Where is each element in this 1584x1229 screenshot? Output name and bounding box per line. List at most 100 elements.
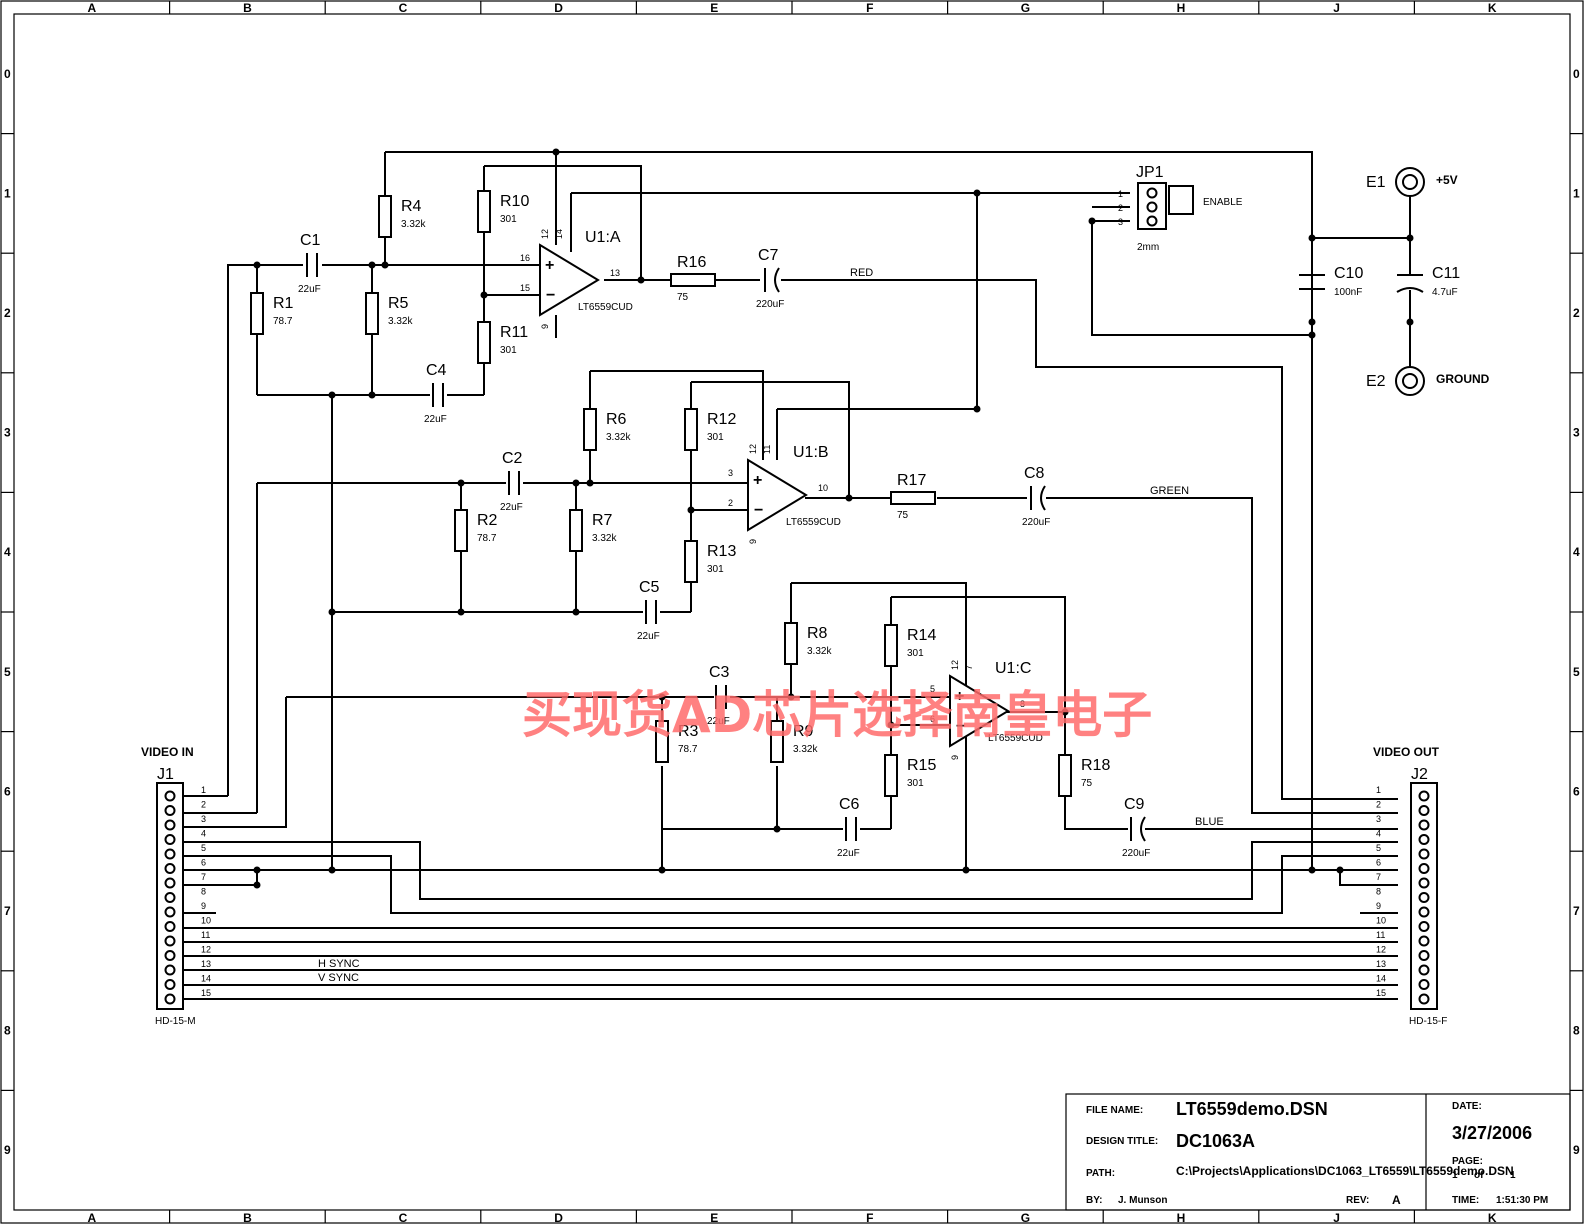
connector-pin-number: 3 — [201, 814, 206, 824]
jumper-pin[interactable] — [1146, 215, 1158, 227]
opamp-ref: U1:A — [585, 229, 621, 246]
opamp-ref: U1:B — [793, 444, 829, 461]
junction-dot — [1406, 234, 1414, 242]
opamp-plus-sign: + — [545, 257, 554, 274]
column-marker-top: E — [710, 1, 718, 15]
resistor-value: 3.32k — [388, 316, 413, 327]
resistor-ref: R4 — [401, 198, 422, 215]
capacitor-value: 22uF — [298, 284, 321, 295]
net-label-blue: BLUE — [1195, 816, 1224, 828]
resistor-value: 3.32k — [793, 744, 818, 755]
resistor-value: 78.7 — [273, 316, 293, 327]
opamp-pin-out: 8 — [1020, 699, 1025, 709]
junction-dot — [962, 866, 970, 874]
capacitor-value: 22uF — [837, 848, 860, 859]
opamp-pin-minus: 15 — [520, 283, 530, 293]
connector-pin — [164, 950, 176, 961]
row-marker-left: 5 — [4, 665, 11, 679]
junction-dot — [253, 866, 261, 874]
row-marker-right: 2 — [1573, 306, 1580, 320]
connector-pin-number: 1 — [201, 785, 206, 795]
connector-pin-number: 7 — [201, 872, 206, 882]
file-name-label: FILE NAME: — [1086, 1105, 1143, 1116]
connector-pin-number: 3 — [1376, 814, 1381, 824]
opamp-pin-vm: 9 — [748, 539, 758, 544]
opamp-part: LT6559CUD — [988, 733, 1043, 744]
connector-pin — [1418, 950, 1430, 961]
row-marker-left: 8 — [4, 1024, 11, 1038]
terminal-ref: E1 — [1366, 174, 1386, 191]
resistor-value: 3.32k — [807, 646, 832, 657]
connector-pin — [164, 964, 176, 976]
jumper-pin[interactable] — [1146, 201, 1158, 213]
junction-dot — [787, 693, 795, 701]
row-marker-left: 3 — [4, 426, 11, 440]
capacitor-ref: C1 — [300, 232, 321, 249]
connector-pin — [1418, 805, 1430, 816]
junction-dot — [1406, 318, 1414, 326]
resistor-ref: R10 — [500, 193, 529, 210]
connector-pin — [164, 906, 176, 918]
column-marker-bottom: F — [866, 1211, 873, 1224]
opamp-part: LT6559CUD — [786, 517, 841, 528]
connector-pin-number: 11 — [201, 930, 210, 940]
connector-pin — [164, 848, 176, 860]
time-label: TIME: — [1452, 1195, 1479, 1206]
jumper-pin[interactable] — [1146, 187, 1158, 199]
capacitor-ref: C8 — [1024, 465, 1045, 482]
connector-pin — [164, 877, 176, 889]
capacitor-ref: C2 — [502, 450, 523, 467]
resistor-ref: R3 — [678, 723, 699, 740]
resistor-value: 75 — [1081, 778, 1093, 789]
connector-pin-number: 6 — [1376, 858, 1381, 868]
junction-dot — [328, 866, 336, 874]
page-total: 1 — [1510, 1170, 1516, 1181]
resistor-value: 301 — [707, 564, 724, 575]
capacitor-value: 220uF — [1122, 848, 1150, 859]
connector-pin-number: 12 — [1376, 945, 1386, 955]
net-label-red: RED — [850, 267, 873, 279]
capacitor-ref: C5 — [639, 579, 660, 596]
row-marker-right: 3 — [1573, 426, 1580, 440]
connector-pin-number: 11 — [1376, 930, 1385, 940]
junction-dot — [887, 721, 895, 729]
opamp-minus-sign: − — [546, 287, 555, 304]
terminal-ref: E2 — [1366, 373, 1386, 390]
junction-dot — [1061, 708, 1069, 716]
date-label: DATE: — [1452, 1101, 1482, 1112]
resistor-value: 75 — [677, 292, 689, 303]
connector-pin — [1418, 892, 1430, 903]
column-marker-bottom: E — [710, 1211, 718, 1224]
junction-dot — [368, 261, 376, 269]
row-marker-right: 8 — [1573, 1024, 1580, 1038]
resistor-value: 301 — [907, 648, 924, 659]
junction-dot — [328, 608, 336, 616]
junction-dot — [1088, 217, 1096, 225]
resistor-value: 78.7 — [678, 744, 698, 755]
connector-pin — [1418, 921, 1430, 932]
column-marker-top: A — [87, 1, 96, 15]
column-marker-top: B — [243, 1, 252, 15]
connector-pin — [1418, 863, 1430, 874]
junction-dot — [658, 866, 666, 874]
capacitor-value: 100nF — [1334, 287, 1362, 298]
jumper-enable-label: ENABLE — [1203, 197, 1243, 208]
junction-dot — [773, 825, 781, 833]
junction-dot — [1308, 318, 1316, 326]
connector-pin-number: 8 — [1376, 887, 1381, 897]
connector-pin-number: 5 — [201, 843, 206, 853]
row-marker-right: 9 — [1573, 1143, 1580, 1157]
junction-dot — [658, 693, 666, 701]
resistor-r7: R73.32k — [569, 509, 617, 552]
connector-pin-number: 15 — [201, 988, 211, 998]
